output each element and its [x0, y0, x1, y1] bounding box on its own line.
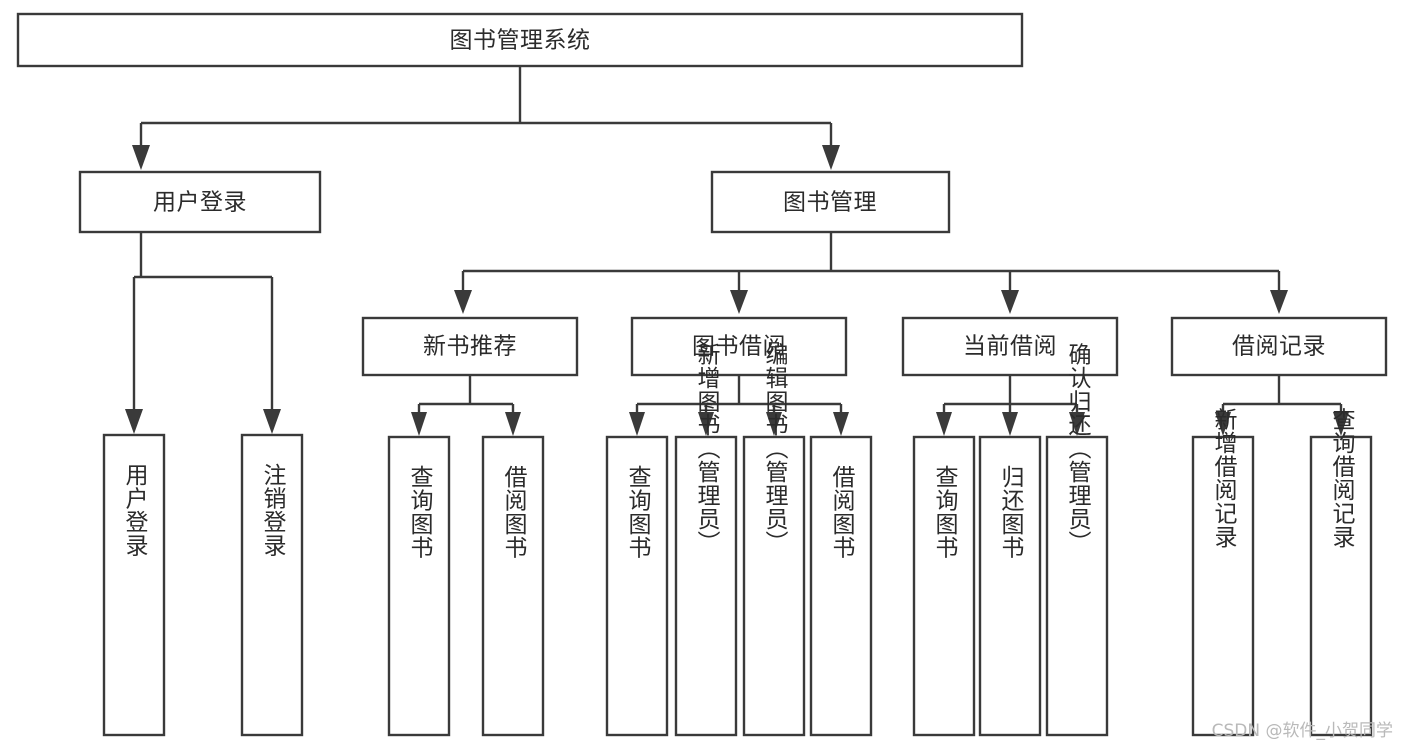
node-book-manage[interactable]: 图书管理: [710, 170, 951, 234]
node-user-login-box[interactable]: [78, 170, 322, 234]
arrowhead-new-book-rec: [454, 290, 472, 314]
node-book-borrow-box[interactable]: [630, 316, 848, 377]
node-new-book-rec[interactable]: 新书推荐: [361, 316, 579, 377]
node-book-borrow-label: 图书借阅: [692, 334, 786, 360]
arrowhead-leaf-add-book: [698, 412, 714, 436]
leaf-query-book-1[interactable]: 查询图书: [387, 435, 451, 737]
node-current-borrow-box[interactable]: [901, 316, 1119, 377]
arrowhead-borrow-record: [1270, 290, 1288, 314]
arrowhead-leaf-edit-book: [766, 412, 782, 436]
node-new-book-rec-label: 新书推荐: [423, 334, 517, 360]
leaf-edit-book[interactable]: 编辑图书（管理员）: [742, 342, 806, 737]
leaf-add-record-box[interactable]: [1191, 435, 1255, 737]
arrowhead-leaf-query-book-2: [629, 412, 645, 436]
leaf-return-book-label: 归还图书: [997, 465, 1025, 559]
leaf-user-logout-box[interactable]: [240, 433, 304, 737]
node-book-manage-label: 图书管理: [783, 190, 877, 216]
leaf-query-book-2[interactable]: 查询图书: [605, 435, 669, 737]
arrowhead-current-borrow: [1001, 290, 1019, 314]
node-root-box[interactable]: [16, 12, 1024, 68]
leaf-borrow-book-1-box[interactable]: [481, 435, 545, 737]
leaf-user-login-label: 用户登录: [121, 463, 149, 557]
node-current-borrow[interactable]: 当前借阅: [901, 316, 1119, 377]
leaf-borrow-book-1[interactable]: 借阅图书: [481, 435, 545, 737]
leaf-query-book-3-box[interactable]: [912, 435, 976, 737]
leaf-borrow-book-1-label: 借阅图书: [500, 465, 528, 559]
arrowhead-layer: [125, 145, 1349, 436]
leaf-confirm-return-label: 确认归还（管理员）: [1064, 342, 1092, 554]
leaf-query-book-3-label: 查询图书: [931, 465, 959, 559]
arrowhead-leaf-add-record: [1215, 412, 1231, 436]
leaf-query-record[interactable]: 查询借阅记录: [1309, 408, 1373, 737]
arrowhead-leaf-confirm-return: [1069, 412, 1085, 436]
arrowhead-leaf-user-logout: [263, 409, 281, 434]
leaf-query-book-3[interactable]: 查询图书: [912, 435, 976, 737]
node-root[interactable]: 图书管理系统: [16, 12, 1024, 68]
arrowhead-user-login: [132, 145, 150, 170]
leaf-confirm-return[interactable]: 确认归还（管理员）: [1045, 342, 1109, 737]
node-new-book-rec-box[interactable]: [361, 316, 579, 377]
node-borrow-record[interactable]: 借阅记录: [1170, 316, 1388, 377]
leaf-query-record-label: 查询借阅记录: [1328, 408, 1356, 549]
leaf-add-book-box[interactable]: [674, 435, 738, 737]
leaf-edit-book-label: 编辑图书（管理员）: [761, 342, 789, 554]
node-user-login[interactable]: 用户登录: [78, 170, 322, 234]
arrowhead-leaf-return-book: [1002, 412, 1018, 436]
leaf-edit-book-box[interactable]: [742, 435, 806, 737]
leaf-borrow-book-2-box[interactable]: [809, 435, 873, 737]
arrowhead-book-manage: [822, 145, 840, 170]
leaf-user-logout-label: 注销登录: [259, 463, 287, 557]
leaf-return-book-box[interactable]: [978, 435, 1042, 737]
leaf-add-record-label: 新增借阅记录: [1210, 408, 1238, 549]
arrowhead-leaf-query-record: [1333, 412, 1349, 436]
node-book-manage-box[interactable]: [710, 170, 951, 234]
leaf-query-record-box[interactable]: [1309, 435, 1373, 737]
leaf-user-login-box[interactable]: [102, 433, 166, 737]
leaf-add-record[interactable]: 新增借阅记录: [1191, 408, 1255, 737]
arrowhead-book-borrow: [730, 290, 748, 314]
node-root-label: 图书管理系统: [450, 28, 591, 54]
node-book-borrow[interactable]: 图书借阅: [630, 316, 848, 377]
leaf-query-book-1-label: 查询图书: [406, 465, 434, 559]
leaf-borrow-book-2[interactable]: 借阅图书: [809, 435, 873, 737]
leaf-user-login[interactable]: 用户登录: [102, 433, 166, 737]
node-user-login-label: 用户登录: [153, 190, 247, 216]
leaf-add-book[interactable]: 新增图书（管理员）: [674, 342, 738, 737]
leaf-query-book-2-label: 查询图书: [624, 465, 652, 559]
arrowhead-leaf-user-login: [125, 409, 143, 434]
leaf-user-logout[interactable]: 注销登录: [240, 433, 304, 737]
leaf-query-book-1-box[interactable]: [387, 435, 451, 737]
arrowhead-leaf-query-book-1: [411, 412, 427, 436]
arrowhead-leaf-query-book-3: [936, 412, 952, 436]
arrowhead-leaf-borrow-book-1: [505, 412, 521, 436]
leaf-confirm-return-box[interactable]: [1045, 435, 1109, 737]
node-borrow-record-box[interactable]: [1170, 316, 1388, 377]
leaf-borrow-book-2-label: 借阅图书: [828, 465, 856, 559]
leaf-add-book-label: 新增图书（管理员）: [693, 342, 721, 554]
node-current-borrow-label: 当前借阅: [963, 334, 1057, 360]
leaf-return-book[interactable]: 归还图书: [978, 435, 1042, 737]
leaf-query-book-2-box[interactable]: [605, 435, 669, 737]
node-borrow-record-label: 借阅记录: [1232, 334, 1326, 360]
arrowhead-leaf-borrow-book-2: [833, 412, 849, 436]
